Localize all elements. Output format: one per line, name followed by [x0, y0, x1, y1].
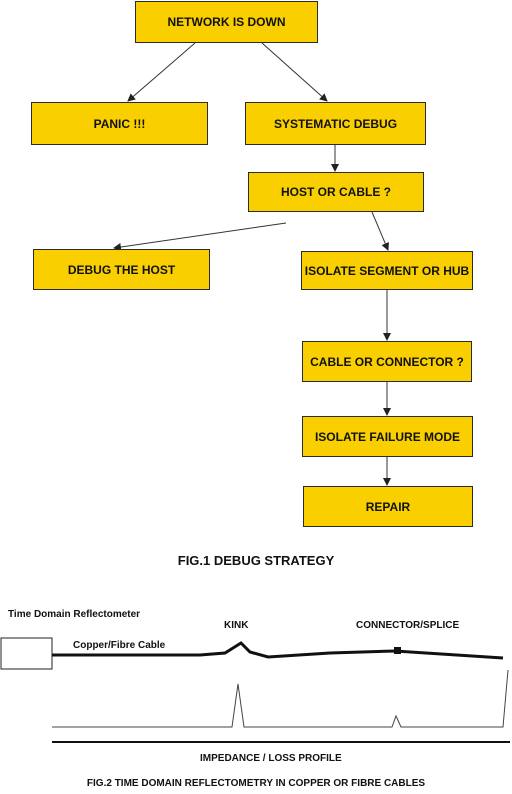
fig2-caption: FIG.2 TIME DOMAIN REFLECTOMETRY IN COPPE…: [86, 778, 426, 789]
flow-arrows: [113, 42, 391, 486]
reflection-trace: [52, 669, 509, 728]
box-network-is-down: NETWORK IS DOWN: [135, 1, 318, 43]
box-cable-or-connector: CABLE OR CONNECTOR ?: [302, 341, 472, 382]
box-repair: REPAIR: [303, 486, 473, 527]
box-systematic-debug: SYSTEMATIC DEBUG: [245, 102, 426, 145]
profile-label: IMPEDANCE / LOSS PROFILE: [200, 753, 342, 764]
box-debug-the-host: DEBUG THE HOST: [33, 249, 210, 290]
arrow-host-cable-to-debug-host: [113, 222, 287, 251]
arrow-down-to-systematic: [261, 42, 328, 102]
tdr-device-box: [0, 637, 53, 670]
connector-label: CONNECTOR/SPLICE: [356, 620, 460, 631]
cable-line: [52, 641, 504, 660]
arrow-down-to-panic: [127, 42, 196, 102]
cable-label: Copper/Fibre Cable: [73, 640, 166, 651]
fig1-caption: FIG.1 DEBUG STRATEGY: [177, 553, 335, 568]
box-isolate-failure-mode: ISOLATE FAILURE MODE: [302, 416, 473, 457]
box-host-or-cable: HOST OR CABLE ?: [248, 172, 424, 212]
kink-label: KINK: [224, 620, 249, 631]
arrow-host-cable-to-isolate: [371, 211, 389, 251]
box-panic: PANIC !!!: [31, 102, 208, 145]
connector-splice-mark: [394, 647, 401, 654]
tdr-label: Time Domain Reflectometer: [8, 609, 141, 620]
box-isolate-segment-or-hub: ISOLATE SEGMENT OR HUB: [301, 251, 473, 290]
